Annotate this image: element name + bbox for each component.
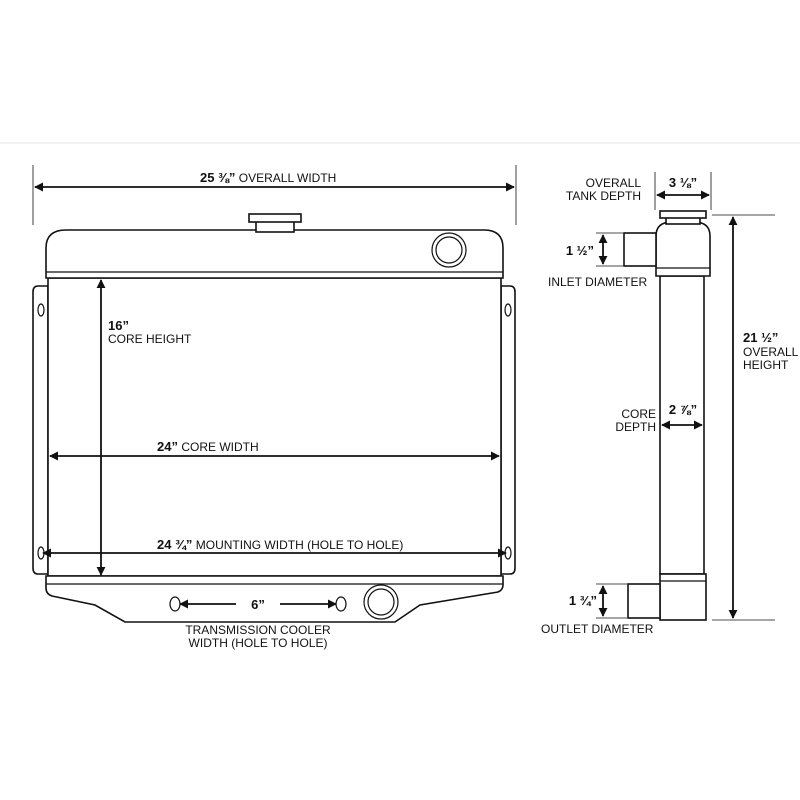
mounting-width-label: 24 ¾” MOUNTING WIDTH (HOLE TO HOLE) — [157, 537, 403, 552]
tank-depth-value: 3 ⅛” — [669, 175, 697, 190]
left-mounting-bracket — [32, 285, 49, 575]
top-tank — [45, 229, 504, 279]
radiator-core — [47, 277, 502, 577]
overall-height-label-line2: HEIGHT — [743, 358, 789, 372]
lower-hose-outlet-outer — [363, 584, 399, 620]
right-upper-mount-hole — [504, 303, 512, 317]
inlet-value: 1 ½” — [566, 243, 594, 258]
radiator-cap — [248, 213, 302, 223]
overall-height-label-line1: OVERALL — [743, 345, 799, 359]
trans-cooler-label-line1: TRANSMISSION COOLER — [185, 623, 331, 637]
side-cap — [659, 210, 707, 219]
inlet-label: INLET DIAMETER — [548, 275, 647, 289]
left-upper-mount-hole — [37, 303, 45, 317]
front-view: 25 ⅜” OVERALL WIDTH 16” CORE HEIGHT 24” … — [32, 165, 517, 650]
overall-height-value: 21 ½” — [743, 330, 778, 345]
core-depth-label-line1: CORE — [621, 407, 656, 421]
core-height-label: CORE HEIGHT — [108, 332, 192, 346]
upper-hose-inlet-outer — [431, 232, 467, 268]
trans-cooler-value: 6” — [251, 597, 265, 612]
core-depth-label-line2: DEPTH — [615, 420, 656, 434]
overall-width-label: 25 ⅜” OVERALL WIDTH — [200, 170, 336, 185]
outlet-label: OUTLET DIAMETER — [541, 622, 654, 636]
trans-cooler-label-line2: WIDTH (HOLE TO HOLE) — [189, 636, 328, 650]
side-view: 3 ⅛” OVERALL TANK DEPTH 1 ½” INLET DIAME… — [541, 172, 799, 636]
side-inlet-pipe — [623, 232, 657, 267]
side-lower-tank — [659, 573, 707, 621]
core-depth-value: 2 ⅞” — [669, 402, 697, 417]
tank-depth-label-line1: OVERALL — [586, 176, 642, 190]
lower-hose-outlet-inner — [367, 588, 395, 616]
tank-depth-label-line2: TANK DEPTH — [566, 189, 641, 203]
bottom-tank — [45, 575, 504, 623]
right-mounting-bracket — [500, 285, 516, 575]
upper-hose-inlet-inner — [435, 236, 463, 264]
core-height-value: 16” — [108, 318, 129, 333]
side-outlet-pipe — [627, 583, 661, 619]
outlet-value: 1 ¾” — [569, 593, 597, 608]
core-width-label: 24” CORE WIDTH — [157, 439, 259, 454]
